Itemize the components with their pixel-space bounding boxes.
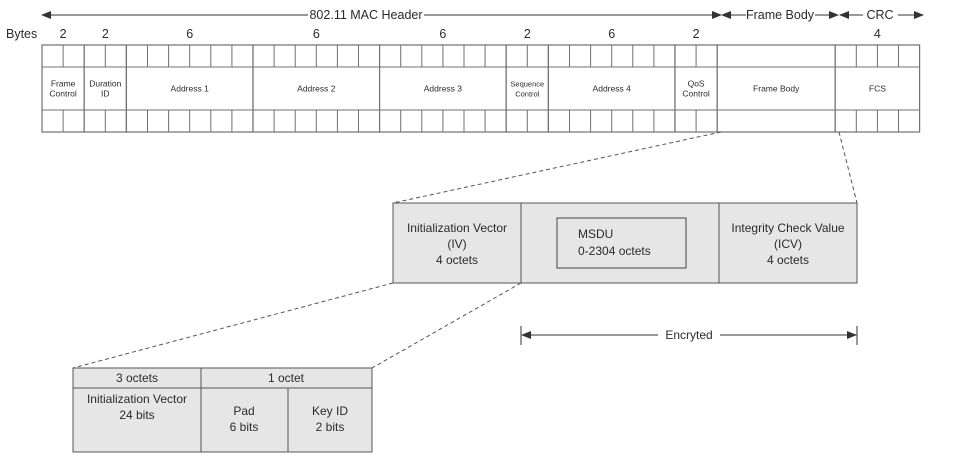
frame-body-ruler-label: Frame Body (746, 8, 815, 22)
iv-label-line2: (IV) (447, 237, 466, 251)
byte-count-qos-control: 2 (693, 27, 700, 41)
iv-table-header-1octet-label: 1 octet (268, 371, 305, 385)
mac-field-label: Address 2 (297, 84, 336, 94)
mac-field-label: Address 1 (171, 84, 210, 94)
mac-field-label: Control (515, 90, 540, 99)
frame-body-expansion: Initialization Vector (IV) 4 octets MSDU… (392, 202, 858, 284)
zoom-line-iv-left (72, 282, 394, 369)
mac-field-label: Address 3 (424, 84, 463, 94)
icv-box (718, 202, 858, 284)
mac-field-address-2: Address 2 (252, 44, 381, 133)
mac-field-cell (716, 44, 836, 133)
mac-field-label: Frame Body (753, 84, 800, 94)
mac-field-label: Frame (51, 79, 76, 89)
pad-field-line1: Pad (233, 404, 254, 418)
iv-label-line3: 4 octets (436, 253, 478, 267)
iv-field-line1: Initialization Vector (87, 392, 187, 406)
byte-count-address-1: 6 (186, 27, 193, 41)
zoom-line-frame-body-left (392, 131, 722, 204)
zoom-line-iv-right (371, 282, 522, 369)
icv-label-line1: Integrity Check Value (731, 221, 844, 235)
msdu-label-line1: MSDU (578, 227, 613, 241)
byte-count-sequence-control: 2 (524, 27, 531, 41)
iv-label-line1: Initialization Vector (407, 221, 507, 235)
keyid-field-line1: Key ID (312, 404, 348, 418)
mac-field-label: Address 4 (593, 84, 632, 94)
byte-count-duration-id: 2 (102, 27, 109, 41)
icv-label-line2: (ICV) (774, 237, 802, 251)
byte-counts: 2 2 6 6 6 2 6 2 4 (60, 27, 881, 41)
mac-field-label: Duration (89, 79, 121, 89)
mac-field-frame-body: Frame Body (716, 44, 836, 133)
header-ruler: 802.11 MAC Header Frame Body CRC Bytes 2… (6, 8, 924, 41)
mac-field-address-1: Address 1 (125, 44, 254, 133)
iv-box (392, 202, 522, 284)
mac-field-label: FCS (869, 84, 886, 94)
iv-table-iv-cell (72, 387, 202, 453)
byte-count-frame-control: 2 (60, 27, 67, 41)
msdu-label-line2: 0-2304 octets (578, 244, 651, 258)
encrypted-label: Encryted (665, 328, 712, 342)
mac-field-label: Sequence (510, 80, 544, 89)
mac-field-label: QoS (688, 79, 705, 89)
mac-header-label: 802.11 MAC Header (309, 8, 422, 22)
mac-field-label: Control (682, 89, 710, 99)
mac-field-fcs: FCS (834, 44, 921, 133)
byte-count-fcs: 4 (874, 27, 881, 41)
encrypted-span: Encryted (520, 326, 858, 345)
iv-field-line2: 24 bits (119, 408, 154, 422)
iv-table-header-3octets-label: 3 octets (116, 371, 158, 385)
icv-label-line3: 4 octets (767, 253, 809, 267)
mac-field-address-4: Address 4 (547, 44, 676, 133)
mac-field-address-3: Address 3 (379, 44, 507, 133)
pad-field-line2: 6 bits (230, 420, 259, 434)
byte-count-address-4: 6 (608, 27, 615, 41)
msdu-inner-box (556, 217, 687, 269)
bytes-label: Bytes (6, 27, 37, 41)
zoom-line-frame-body-right (838, 131, 858, 204)
keyid-field-line2: 2 bits (316, 420, 345, 434)
iv-table-keyid-cell (287, 387, 373, 453)
mac-field-label: ID (101, 89, 110, 99)
iv-table-pad-cell (200, 387, 289, 453)
crc-label: CRC (866, 8, 893, 22)
mac-field-label: Control (49, 89, 77, 99)
byte-count-address-2: 6 (313, 27, 320, 41)
byte-count-address-3: 6 (439, 27, 446, 41)
iv-expansion-table: 3 octets 1 octet Initialization Vector 2… (72, 367, 373, 453)
